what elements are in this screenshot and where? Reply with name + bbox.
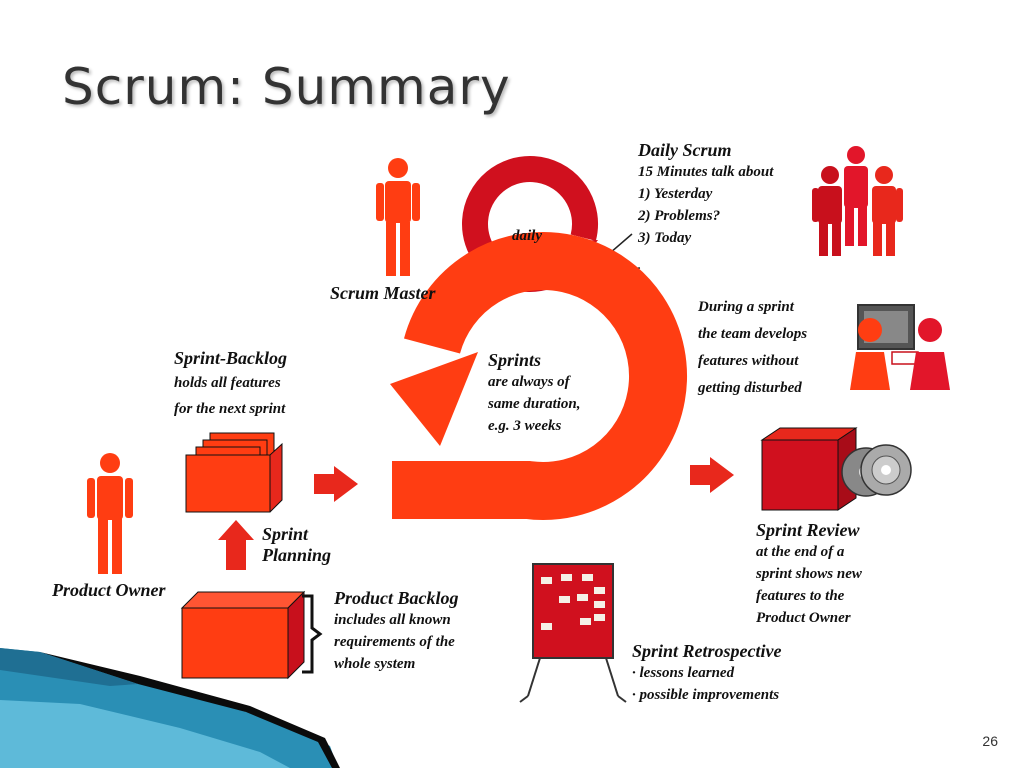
daily-loop-label: daily — [512, 228, 542, 244]
sprint-review-line: Product Owner — [756, 610, 851, 626]
product-backlog-title: Product Backlog — [334, 588, 459, 608]
product-backlog-label: Product Backlog includes all known requi… — [334, 588, 459, 675]
during-sprint-line: features without — [698, 353, 799, 369]
during-sprint-line: the team develops — [698, 326, 808, 342]
daily-scrum-team-figures — [812, 146, 903, 256]
sprint-retrospective-label: Sprint Retrospective · lessons learned ·… — [632, 641, 782, 706]
daily-scrum-line: 3) Today — [638, 230, 692, 246]
sprint-to-review-arrow — [690, 457, 734, 493]
during-sprint-line: During a sprint — [698, 299, 794, 315]
daily-scrum-label: Daily Scrum 15 Minutes talk about 1) Yes… — [638, 140, 773, 249]
sprints-label: Sprints are always of same duration, e.g… — [488, 350, 581, 437]
sprint-backlog-line: for the next sprint — [174, 401, 286, 417]
sprint-review-label: Sprint Review at the end of a sprint sho… — [756, 520, 862, 629]
daily-scrum-line: 1) Yesterday — [638, 186, 713, 202]
product-backlog-cube — [180, 590, 306, 680]
during-sprint-label: During a sprint the team develops featur… — [698, 294, 807, 402]
team-at-computer-icon — [850, 304, 950, 390]
sprint-planning-line: Sprint — [262, 524, 309, 544]
sprint-retrospective-title: Sprint Retrospective — [632, 641, 782, 661]
sprint-planning-label: Sprint Planning — [262, 524, 331, 566]
daily-scrum-line: 15 Minutes talk about — [638, 164, 774, 180]
daily-scrum-line: 2) Problems? — [638, 208, 721, 224]
during-sprint-line: getting disturbed — [698, 380, 802, 396]
backlog-to-sprint-arrow — [314, 466, 358, 502]
sprints-line: e.g. 3 weeks — [488, 418, 562, 434]
sprint-review-product-icon — [760, 427, 912, 511]
sprints-line: are always of — [488, 374, 570, 390]
product-backlog-bracket — [302, 594, 323, 674]
sprint-retrospective-line: · lessons learned — [632, 665, 735, 681]
corner-decoration — [0, 648, 340, 768]
retrospective-board — [519, 563, 627, 703]
sprint-review-line: sprint shows new — [756, 566, 862, 582]
sprint-planning-line: Planning — [262, 545, 332, 565]
product-owner-figure — [87, 453, 133, 574]
sprint-backlog-title: Sprint-Backlog — [174, 348, 288, 368]
sprints-line: same duration, — [488, 396, 581, 412]
sprint-planning-arrow — [218, 520, 254, 570]
product-backlog-line: includes all known — [334, 612, 451, 628]
sprint-retrospective-line: · possible improvements — [632, 687, 780, 703]
product-backlog-line: whole system — [334, 656, 416, 672]
scrum-master-figure — [376, 158, 420, 276]
page-number: 26 — [982, 733, 998, 749]
scrum-master-label: Scrum Master — [330, 283, 436, 303]
slide-title: Scrum: Summary — [62, 58, 511, 116]
sprint-backlog-label: Sprint-Backlog holds all features for th… — [174, 348, 287, 421]
sprint-review-line: at the end of a — [756, 544, 845, 560]
sprint-review-line: features to the — [756, 588, 845, 604]
sprint-backlog-box — [185, 432, 283, 513]
sprints-title: Sprints — [488, 350, 542, 370]
sprint-backlog-line: holds all features — [174, 375, 281, 391]
sprint-review-title: Sprint Review — [756, 520, 860, 540]
daily-scrum-title: Daily Scrum — [638, 140, 732, 160]
product-backlog-line: requirements of the — [334, 634, 455, 650]
sprint-loop-arrow — [390, 232, 688, 520]
product-owner-label: Product Owner — [52, 580, 166, 600]
